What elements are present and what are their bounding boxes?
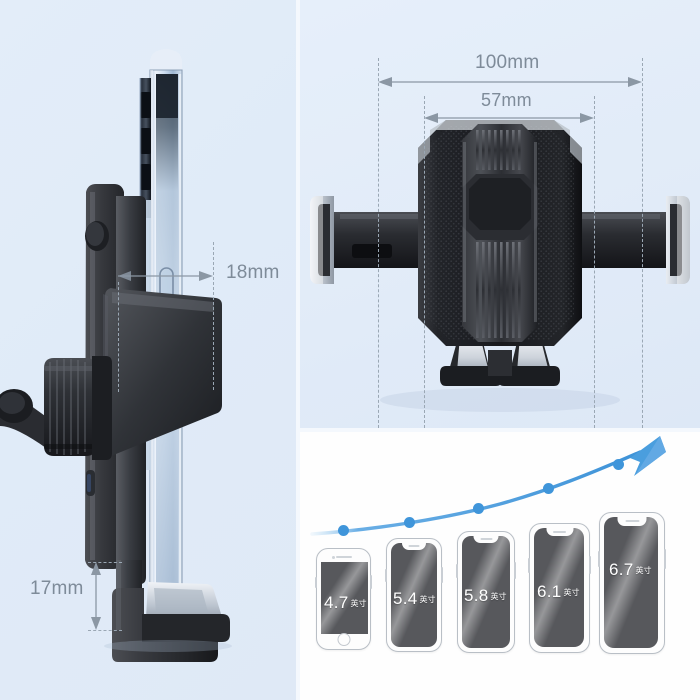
device-size-number-3: 5.8 — [464, 586, 489, 605]
vent-ribs-top — [476, 130, 521, 170]
chart-dot-5 — [613, 459, 624, 470]
chart-dot-2 — [404, 517, 415, 528]
earpiece-speaker-icon — [480, 537, 492, 540]
device-size-number-4: 6.1 — [537, 582, 562, 601]
front-camera-icon — [332, 555, 335, 559]
power-button[interactable] — [370, 575, 373, 589]
home-button[interactable] — [337, 633, 350, 646]
holder-front-jaw — [103, 288, 222, 457]
guide-dash-17mm-top — [88, 562, 122, 563]
dimension-label-17mm: 17mm — [30, 578, 84, 599]
guide-dash-57mm-right — [594, 96, 595, 428]
dimension-label-57mm: 57mm — [481, 90, 532, 110]
device-size-unit-2: 英寸 — [419, 595, 436, 604]
device-size-number-1: 4.7 — [324, 593, 349, 612]
dimension-57mm — [424, 113, 594, 123]
device-size-unit-3: 英寸 — [490, 592, 507, 601]
display-notch — [402, 542, 426, 550]
vent-ribs-bottom — [476, 242, 521, 338]
device-size-number-5: 6.7 — [609, 560, 634, 579]
guide-dash-57mm-left — [424, 96, 425, 428]
power-button[interactable] — [441, 567, 444, 583]
panel-front-view: 100mm 57mm — [300, 0, 700, 428]
panel-side-profile: 18mm 17mm — [0, 0, 296, 700]
dimension-100mm — [378, 77, 642, 87]
earpiece-speaker-icon — [553, 530, 566, 533]
earpiece-speaker-icon — [625, 519, 639, 522]
chart-dot-1 — [338, 525, 349, 536]
device-size-unit-5: 英寸 — [635, 566, 652, 575]
earpiece-speaker-icon — [335, 556, 352, 559]
earpiece-speaker-icon — [408, 544, 420, 547]
side-profile-illustration — [0, 49, 232, 662]
display-notch — [617, 517, 647, 526]
device-size-number-2: 5.4 — [393, 589, 418, 608]
display-notch — [546, 528, 573, 536]
chart-dot-3 — [473, 503, 484, 514]
guide-dash-100mm-right — [642, 58, 643, 428]
guide-dash-18mm-left — [118, 282, 119, 392]
guide-dash-17mm-bottom — [88, 630, 122, 631]
screen-glare — [604, 517, 658, 648]
power-button[interactable] — [664, 549, 667, 569]
trend-line — [310, 450, 642, 536]
power-button[interactable] — [514, 562, 517, 579]
dimension-17mm — [91, 562, 101, 630]
dimension-label-100mm: 100mm — [475, 52, 540, 73]
device-screen — [604, 517, 658, 648]
panel-divider-horizontal — [300, 428, 700, 432]
holder-front-illustration — [310, 77, 690, 412]
power-button[interactable] — [589, 556, 592, 574]
display-notch — [473, 535, 499, 543]
chart-dot-4 — [543, 483, 554, 494]
volume-button[interactable] — [384, 569, 387, 582]
guide-dash-100mm-left — [378, 58, 379, 428]
volume-button[interactable] — [527, 558, 530, 573]
screen-size-trend-chart — [310, 436, 666, 536]
device-size-unit-4: 英寸 — [563, 588, 580, 597]
volume-button[interactable] — [455, 564, 458, 578]
panel-divider-vertical — [296, 0, 300, 700]
bottom-support-foot — [104, 560, 232, 662]
adjustment-knob — [0, 356, 112, 460]
dimension-label-18mm: 18mm — [226, 262, 280, 283]
phone-holder-front — [418, 120, 582, 346]
guide-dash-18mm-right — [213, 242, 214, 390]
dimension-18mm — [118, 271, 213, 281]
device-size-unit-1: 英寸 — [350, 599, 367, 608]
volume-button[interactable] — [314, 577, 317, 588]
volume-button[interactable] — [597, 551, 600, 567]
